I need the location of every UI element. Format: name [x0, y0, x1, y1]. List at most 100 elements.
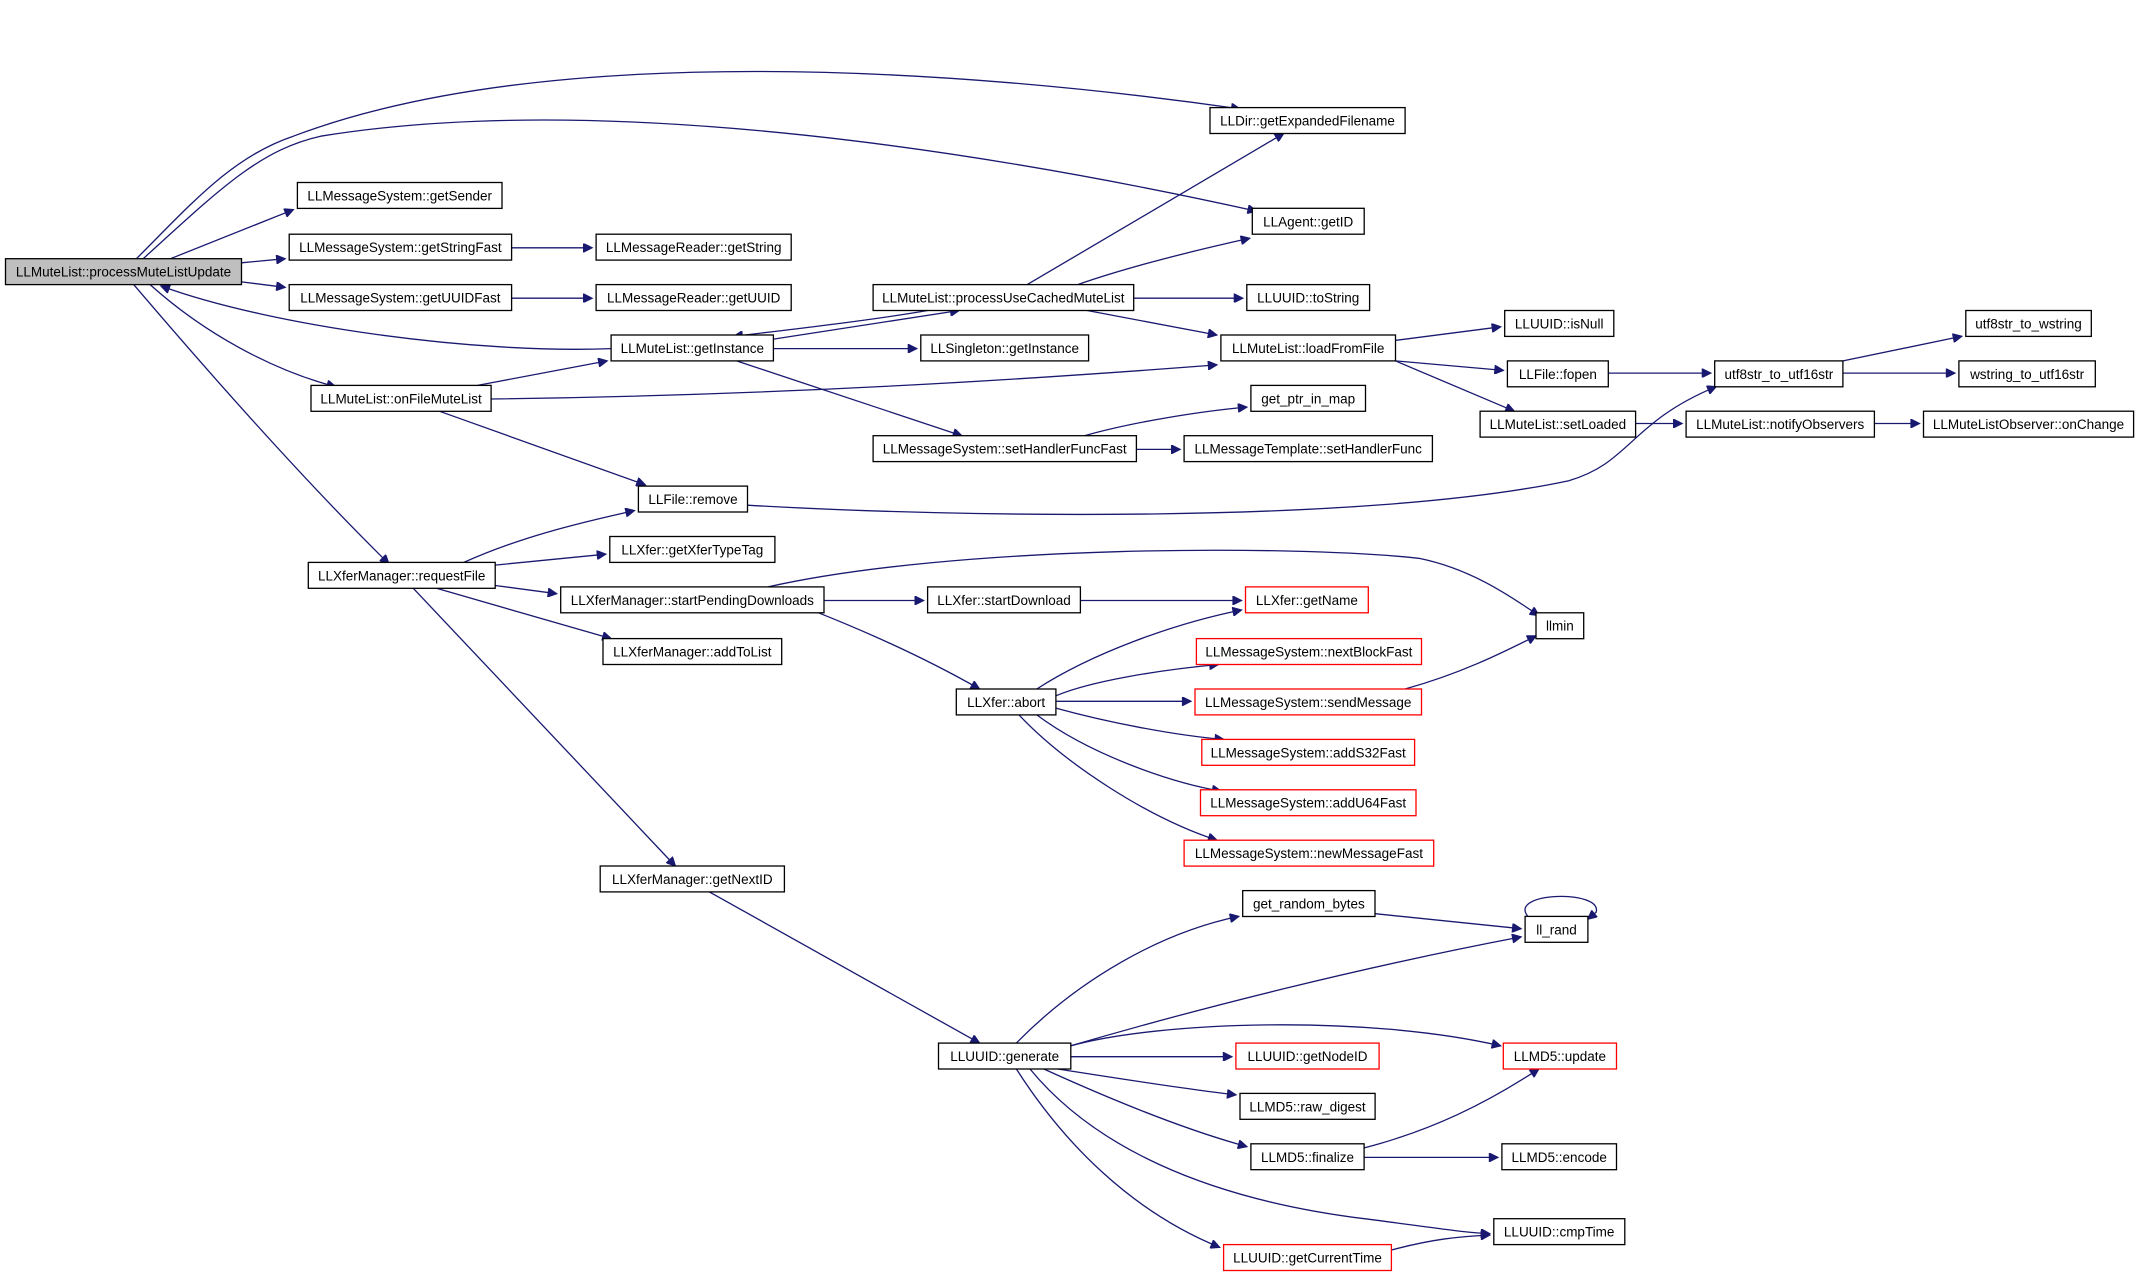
edge-llRand-to-llRand	[1524, 895, 1596, 919]
node-getNextID[interactable]: LLXferManager::getNextID	[599, 865, 786, 893]
node-onFileMuteList[interactable]: LLMuteList::onFileMuteList	[310, 384, 492, 412]
edge-loadFromFile-to-uuidIsNull	[1395, 327, 1501, 342]
node-getInstance[interactable]: LLMuteList::getInstance	[610, 334, 775, 362]
node-uuidCmpTime[interactable]: LLUUID::cmpTime	[1493, 1218, 1626, 1246]
node-startPendingDownloads[interactable]: LLXferManager::startPendingDownloads	[560, 586, 825, 614]
node-label: LLMuteList::notifyObservers	[1696, 417, 1864, 432]
node-getSender[interactable]: LLMessageSystem::getSender	[296, 181, 503, 210]
node-onChange[interactable]: LLMuteListObserver::onChange	[1922, 410, 2135, 438]
node-uuidGetNodeID[interactable]: LLUUID::getNodeID	[1235, 1042, 1380, 1070]
node-addU64Fast[interactable]: LLMessageSystem::addU64Fast	[1199, 789, 1417, 817]
node-newMessageFast[interactable]: LLMessageSystem::newMessageFast	[1183, 839, 1435, 867]
edge-root-to-getStringFast	[241, 259, 286, 263]
node-md5Finalize[interactable]: LLMD5::finalize	[1250, 1143, 1365, 1171]
node-box	[1493, 1218, 1626, 1246]
node-singletonGetInstance[interactable]: LLSingleton::getInstance	[920, 334, 1090, 362]
node-box	[1250, 384, 1367, 412]
edge-utf8ToUtf16-to-utf8ToWstring	[1842, 336, 1962, 362]
edge-md5Finalize-to-md5Update	[1364, 1069, 1539, 1149]
node-getExpandedFilename[interactable]: LLDir::getExpandedFilename	[1209, 106, 1406, 135]
edge-xferAbort-to-xferGetName	[1036, 610, 1242, 690]
node-label: LLMuteList::setLoaded	[1490, 417, 1627, 432]
edge-xferAbort-to-nextBlockFast	[1055, 665, 1218, 697]
node-label: LLMessageSystem::addS32Fast	[1211, 745, 1406, 760]
node-getXferTypeTag[interactable]: LLXfer::getXferTypeTag	[609, 535, 776, 564]
edge-uuidGenerate-to-md5Finalize	[1043, 1068, 1247, 1147]
node-fileFopen[interactable]: LLFile::fopen	[1506, 360, 1609, 388]
edge-processUseCachedMuteList-to-loadFromFile	[1087, 309, 1217, 336]
node-rawDigest[interactable]: LLMD5::raw_digest	[1239, 1092, 1376, 1120]
node-llRand[interactable]: ll_rand	[1524, 915, 1589, 943]
node-uuidGenerate[interactable]: LLUUID::generate	[937, 1042, 1072, 1070]
node-box	[1201, 738, 1416, 766]
node-box	[1504, 309, 1615, 338]
node-box	[1242, 889, 1376, 918]
node-nextBlockFast[interactable]: LLMessageSystem::nextBlockFast	[1195, 637, 1423, 666]
node-box	[872, 435, 1138, 463]
node-agentGetID[interactable]: LLAgent::getID	[1251, 207, 1365, 235]
node-label: LLUUID::toString	[1257, 291, 1359, 306]
node-box	[609, 535, 776, 564]
node-label: LLMD5::encode	[1512, 1150, 1607, 1165]
node-label: LLXferManager::getNextID	[612, 872, 773, 887]
node-box	[1535, 612, 1585, 640]
node-xferGetName[interactable]: LLXfer::getName	[1244, 586, 1369, 614]
node-msgReaderGetString[interactable]: LLMessageReader::getString	[595, 233, 792, 261]
node-box	[1502, 1042, 1618, 1070]
node-wstringToUtf16[interactable]: wstring_to_utf16str	[1958, 360, 2096, 388]
node-uuidIsNull[interactable]: LLUUID::isNull	[1504, 309, 1615, 338]
node-uuidGetCurrentTime[interactable]: LLUUID::getCurrentTime	[1222, 1243, 1393, 1272]
node-utf8ToUtf16[interactable]: utf8str_to_utf16str	[1714, 360, 1844, 388]
node-label: LLMessageTemplate::setHandlerFunc	[1195, 442, 1423, 457]
edge-requestFile-to-addToList	[436, 587, 612, 638]
node-getRandomBytes[interactable]: get_random_bytes	[1242, 889, 1376, 918]
edge-sendMessage-to-llmin	[1404, 636, 1536, 690]
node-root[interactable]: LLMuteList::processMuteListUpdate	[4, 258, 243, 286]
node-fileRemove[interactable]: LLFile::remove	[637, 485, 749, 513]
node-llmin[interactable]: llmin	[1535, 612, 1585, 640]
edge-uuidGenerate-to-getRandomBytes	[1015, 916, 1238, 1044]
node-getPtrInMap[interactable]: get_ptr_in_map	[1250, 384, 1367, 412]
edge-uuidGenerate-to-uuidGetCurrentTime	[1015, 1068, 1219, 1247]
node-label: LLXfer::startDownload	[937, 593, 1071, 608]
edge-uuidGenerate-to-uuidCmpTime	[1029, 1068, 1490, 1234]
node-md5Encode[interactable]: LLMD5::encode	[1501, 1143, 1618, 1171]
node-box	[296, 181, 503, 210]
node-loadFromFile[interactable]: LLMuteList::loadFromFile	[1220, 334, 1397, 362]
edge-setHandlerFuncFast-to-getPtrInMap	[1084, 407, 1247, 437]
edge-uuidGenerate-to-llRand	[1070, 937, 1521, 1047]
node-setLoaded[interactable]: LLMuteList::setLoaded	[1479, 410, 1637, 438]
node-startDownload[interactable]: LLXfer::startDownload	[926, 586, 1082, 614]
node-label: LLMD5::raw_digest	[1249, 1099, 1366, 1114]
edge-onFileMuteList-to-fileRemove	[439, 410, 645, 485]
node-xferAbort[interactable]: LLXfer::abort	[955, 688, 1057, 716]
node-addToList[interactable]: LLXferManager::addToList	[602, 637, 783, 666]
node-box	[1183, 435, 1434, 463]
node-label: LLMessageSystem::sendMessage	[1205, 695, 1411, 710]
node-notifyObservers[interactable]: LLMuteList::notifyObservers	[1685, 410, 1876, 438]
node-setHandlerFunc[interactable]: LLMessageTemplate::setHandlerFunc	[1183, 435, 1434, 463]
node-label: LLAgent::getID	[1263, 214, 1353, 229]
node-requestFile[interactable]: LLXferManager::requestFile	[307, 561, 496, 589]
node-msgReaderGetUUID[interactable]: LLMessageReader::getUUID	[595, 283, 792, 312]
edge-xferAbort-to-newMessageFast	[1018, 714, 1217, 840]
edge-uuidGenerate-to-md5Update	[1070, 1024, 1501, 1046]
node-getStringFast[interactable]: LLMessageSystem::getStringFast	[288, 233, 513, 261]
node-getUUIDFast[interactable]: LLMessageSystem::getUUIDFast	[288, 283, 513, 312]
node-box	[872, 283, 1135, 312]
node-uuidToString[interactable]: LLUUID::toString	[1246, 283, 1371, 312]
node-label: LLMessageSystem::getSender	[307, 188, 492, 203]
node-md5Update[interactable]: LLMD5::update	[1502, 1042, 1618, 1070]
node-addS32Fast[interactable]: LLMessageSystem::addS32Fast	[1201, 738, 1416, 766]
node-label: LLUUID::isNull	[1515, 316, 1604, 331]
edge-startPendingDownloads-to-llmin	[767, 549, 1539, 615]
node-label: LLXferManager::startPendingDownloads	[571, 593, 814, 608]
node-box	[937, 1042, 1072, 1070]
node-utf8ToWstring[interactable]: utf8str_to_wstring	[1965, 309, 2092, 338]
node-sendMessage[interactable]: LLMessageSystem::sendMessage	[1194, 688, 1423, 716]
node-processUseCachedMuteList[interactable]: LLMuteList::processUseCachedMuteList	[872, 283, 1135, 312]
node-label: ll_rand	[1536, 922, 1577, 937]
node-setHandlerFuncFast[interactable]: LLMessageSystem::setHandlerFuncFast	[872, 435, 1138, 463]
edge-loadFromFile-to-fileFopen	[1395, 360, 1504, 371]
